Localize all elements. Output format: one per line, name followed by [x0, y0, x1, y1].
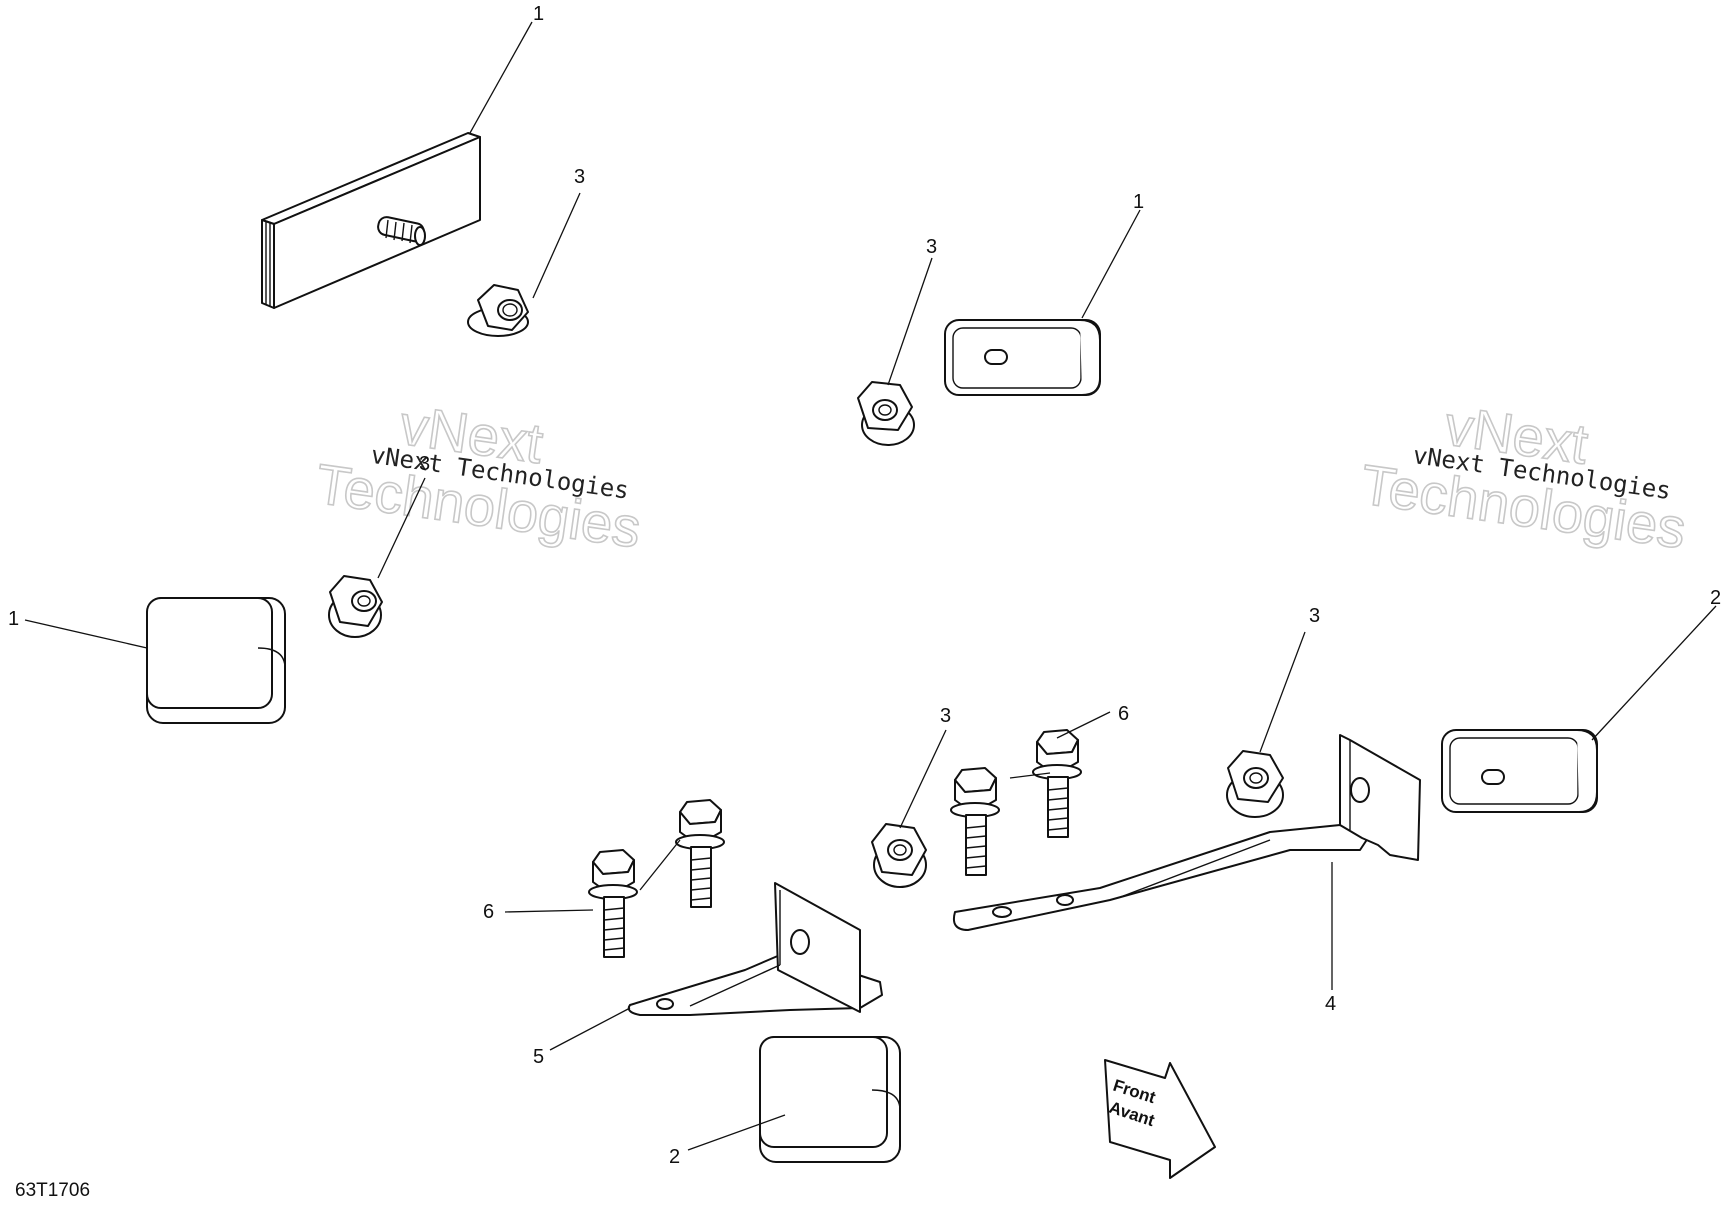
callout-1-left: 1	[8, 608, 19, 630]
flange-nut-lower-center	[871, 823, 927, 888]
bracket-short-left	[627, 882, 883, 1016]
watermark-left: vNext Technologies vNext Technologies	[311, 392, 645, 560]
callout-3-lower-center: 3	[940, 705, 951, 727]
callout-3-right: 3	[1309, 605, 1320, 627]
leader-lines	[24, 21, 1717, 1151]
flange-nut-left	[328, 575, 383, 638]
bracket-long-right	[952, 734, 1421, 931]
flange-bolt-lower-right	[675, 799, 725, 908]
callout-6-right: 6	[1118, 703, 1129, 725]
flange-nut-center	[857, 381, 915, 446]
flange-bolt-lower-left	[588, 849, 638, 958]
reflector-small-right	[1441, 729, 1598, 813]
reflector-long-top	[261, 132, 481, 309]
reflector-bottom	[759, 1036, 901, 1163]
callout-3-center: 3	[926, 236, 937, 258]
reflector-small-center	[944, 319, 1101, 396]
reflector-left	[146, 597, 286, 724]
callout-1-center: 1	[1133, 191, 1144, 213]
callout-3-left: 3	[419, 453, 430, 475]
flange-bolt-upper-left	[950, 767, 1000, 876]
flange-nut-right	[1226, 750, 1284, 818]
callout-5: 5	[533, 1046, 544, 1068]
callout-4: 4	[1325, 993, 1336, 1015]
callout-3-top: 3	[574, 166, 585, 188]
figure-id: 63T1706	[15, 1180, 90, 1201]
callout-2-right: 2	[1710, 587, 1721, 609]
watermark-right: vNext Technologies vNext Technologies	[1356, 393, 1690, 561]
callouts: 1 3 3 1 3 1 3 6 3 2 6 5 4 2	[8, 3, 1721, 1168]
callout-6-left: 6	[483, 901, 494, 923]
callout-2-bottom: 2	[669, 1146, 680, 1168]
front-direction-arrow: Front Avant	[1104, 1059, 1216, 1179]
callout-1-top: 1	[533, 3, 544, 25]
flange-nut-top	[467, 284, 529, 337]
flange-bolt-upper-right	[1032, 729, 1082, 838]
